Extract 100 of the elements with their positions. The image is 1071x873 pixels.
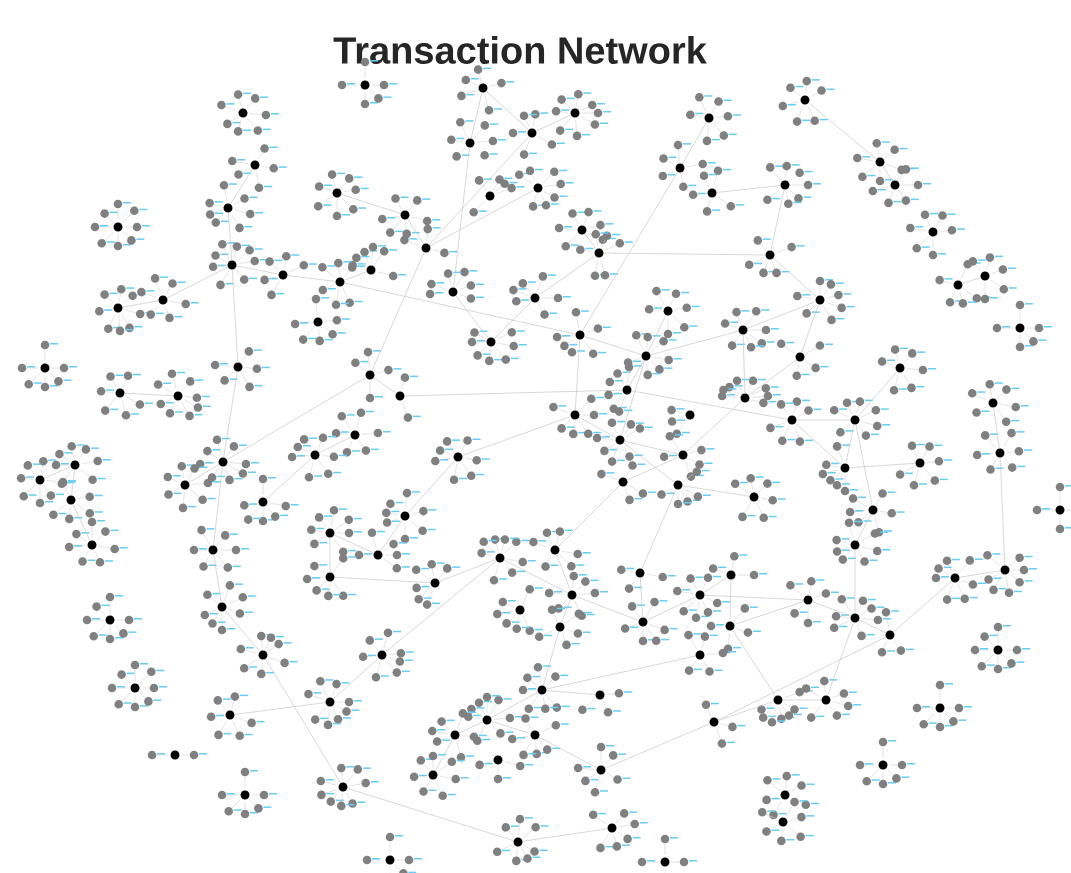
hub-node — [709, 717, 719, 727]
link-line — [213, 466, 223, 546]
hub-node — [310, 450, 320, 460]
hub-node — [704, 113, 714, 123]
hub-node — [707, 188, 717, 198]
link-line — [542, 631, 560, 686]
link-line — [407, 460, 456, 513]
hub-node — [695, 650, 705, 660]
hub-node — [66, 495, 76, 505]
link-line — [704, 594, 804, 601]
hub-node — [618, 477, 628, 487]
link-line — [812, 601, 851, 617]
hub-node — [158, 295, 168, 305]
hub-node — [928, 227, 938, 237]
link-line — [538, 736, 598, 769]
link-line — [546, 655, 696, 690]
hub-node — [332, 188, 342, 198]
hub-node — [515, 605, 525, 615]
link-line — [748, 359, 797, 396]
hub-node — [465, 138, 475, 148]
link-line — [333, 657, 379, 700]
hub-node — [428, 770, 438, 780]
hub-node — [373, 550, 383, 560]
hub-node — [533, 183, 543, 193]
link-line — [993, 407, 1000, 449]
link-line — [380, 519, 403, 552]
hub-node — [773, 695, 783, 705]
link-line — [462, 416, 571, 456]
hub-node — [950, 573, 960, 583]
link-line — [650, 330, 739, 356]
link-line — [682, 121, 707, 165]
hub-node — [725, 621, 735, 631]
link-line — [556, 554, 571, 591]
hub-node — [530, 293, 540, 303]
hub-node — [953, 280, 963, 290]
hub-node — [550, 545, 560, 555]
link-line — [962, 277, 981, 284]
hub-node — [70, 460, 80, 470]
hub-node — [482, 715, 492, 725]
hub-node — [217, 602, 227, 612]
link-line — [576, 596, 639, 621]
hub-node — [421, 243, 431, 253]
link-line — [959, 570, 1001, 578]
hub-node — [485, 191, 495, 201]
link-line — [373, 377, 397, 394]
hub-node — [890, 180, 900, 190]
link-line — [561, 599, 571, 623]
link-line — [166, 266, 229, 299]
hub-node — [875, 157, 885, 167]
hub-node — [577, 225, 587, 235]
link-line — [71, 469, 75, 496]
link-line — [493, 300, 533, 340]
hub-node — [638, 617, 648, 627]
link-line — [574, 339, 581, 411]
hub-node — [935, 703, 945, 713]
hub-node — [575, 330, 585, 340]
link-line — [385, 560, 497, 653]
hub-node — [250, 160, 260, 170]
hub-node — [555, 622, 565, 632]
hub-node — [325, 697, 335, 707]
link-line — [732, 629, 776, 697]
hub-node — [980, 271, 990, 281]
hub-node — [258, 497, 268, 507]
link-line — [718, 701, 774, 721]
hub-node — [821, 695, 831, 705]
link-line — [845, 424, 855, 464]
hub-node — [815, 295, 825, 305]
hub-node — [453, 452, 463, 462]
link-line — [538, 255, 596, 296]
hub-node — [400, 511, 410, 521]
hub-node — [377, 650, 387, 660]
link-line — [318, 436, 352, 454]
link-line — [371, 251, 425, 372]
hub-node — [113, 303, 123, 313]
hub-node — [325, 572, 335, 582]
link-line — [603, 252, 766, 256]
link-line — [747, 301, 816, 329]
link-line — [490, 691, 539, 719]
link-line — [124, 392, 174, 397]
hub-node — [787, 415, 797, 425]
hub-node — [366, 265, 376, 275]
hub-node — [738, 325, 748, 335]
hub-node — [360, 80, 370, 90]
hub-node — [1015, 323, 1025, 333]
link-line — [639, 577, 644, 618]
hub-node — [1055, 505, 1065, 515]
hub-node — [850, 415, 860, 425]
hub-node — [530, 730, 540, 740]
link-line — [623, 442, 675, 483]
link-line — [287, 275, 336, 282]
hub-node — [365, 370, 375, 380]
hub-node — [495, 553, 505, 563]
link-line — [503, 559, 569, 594]
link-line — [226, 377, 367, 460]
link-line — [717, 636, 887, 721]
hub-node — [448, 287, 458, 297]
hub-node — [675, 163, 685, 173]
hub-node — [233, 362, 243, 372]
hub-node — [105, 615, 115, 625]
link-line — [770, 189, 785, 251]
